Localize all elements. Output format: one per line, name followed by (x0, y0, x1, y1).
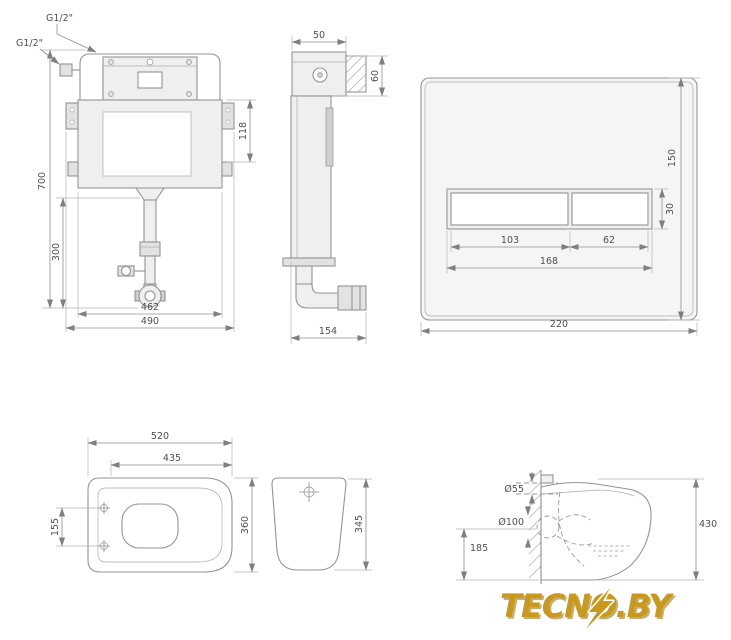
dim-103-label: 103 (501, 235, 519, 246)
dim-520-label: 520 (151, 431, 169, 442)
dim-118-label: 118 (238, 122, 249, 140)
dim-154-label: 154 (319, 326, 337, 337)
dim-168-label: 168 (540, 256, 558, 267)
dim-60: 60 (333, 55, 388, 97)
dim-168: 168 (446, 231, 653, 273)
dim-30: 30 (654, 188, 676, 230)
dim-360-label: 360 (240, 516, 251, 534)
dim-220-label: 220 (550, 319, 568, 330)
dim-345-label: 345 (354, 515, 365, 533)
dim-700: 700 (37, 49, 138, 309)
dim-700-label: 700 (37, 172, 48, 190)
dim-220: 220 (420, 319, 698, 336)
dim-60-label: 60 (370, 70, 381, 82)
dim-462: 462 (77, 192, 223, 318)
dim-150: 150 (667, 77, 700, 321)
label-g12-side: G1/2" (16, 38, 60, 65)
dim-d55-label: Ø55 (504, 484, 524, 495)
dim-300-label: 300 (51, 243, 62, 261)
fixing-point-bottom (98, 540, 110, 552)
flush-button-large (450, 192, 569, 226)
dim-360: 360 (234, 477, 258, 573)
flush-button-small (571, 192, 649, 226)
dim-430: 430 (596, 478, 717, 581)
toilet-body-top (87, 477, 233, 573)
cistern-front-view (59, 53, 235, 308)
dim-185-label: 185 (470, 543, 488, 554)
soil-pipe-outline (536, 515, 560, 539)
dim-430-label: 430 (699, 519, 717, 530)
g12-top-label: G1/2" (46, 13, 73, 24)
label-g12-top: G1/2" (46, 13, 97, 53)
dim-155: 155 (50, 507, 98, 547)
dim-185: 185 (456, 528, 539, 581)
bowl-opening (121, 503, 179, 549)
flush-plate-view (420, 77, 698, 321)
dim-50: 50 (291, 30, 347, 54)
tank-access-panel (102, 111, 192, 177)
dim-d100: Ø100 (498, 506, 532, 548)
water-inlet-fitting (59, 63, 73, 77)
dim-520: 520 (87, 431, 233, 476)
dim-118: 118 (226, 99, 256, 163)
dim-30-label: 30 (665, 203, 676, 215)
toilet-body-side (540, 481, 652, 581)
cistern-tank-side (290, 95, 332, 259)
logo-text: TECNO.BY (500, 587, 674, 625)
toilet-body-front (271, 477, 347, 571)
g12-side-label: G1/2" (16, 38, 43, 49)
toilet-front-view (271, 477, 347, 571)
toilet-top-view (87, 477, 233, 573)
outlet-elbow (295, 283, 341, 309)
toilet-side-view (516, 469, 652, 584)
fixing-point-top (98, 502, 110, 514)
dim-490: 490 (65, 132, 235, 332)
dim-462-label: 462 (141, 302, 159, 313)
dim-62: 62 (569, 231, 649, 252)
cistern-side-view (282, 51, 367, 311)
drain-target-icon (299, 482, 319, 502)
dim-490-label: 490 (141, 316, 159, 327)
dim-345: 345 (334, 478, 372, 571)
dim-150-label: 150 (667, 149, 678, 167)
dim-d55: Ø55 (504, 472, 536, 505)
dim-435-label: 435 (163, 453, 181, 464)
dim-300: 300 (51, 197, 140, 309)
dim-62-label: 62 (603, 235, 615, 246)
logo: TECNO.BY TECNO.BY (500, 586, 677, 631)
logo-lightning-icon (584, 586, 615, 631)
dim-154: 154 (290, 262, 367, 344)
dim-50-label: 50 (313, 30, 325, 41)
dim-155-label: 155 (50, 518, 61, 536)
dim-435: 435 (110, 453, 233, 476)
flush-pipe (143, 199, 157, 243)
dim-d100-label: Ø100 (498, 517, 524, 528)
